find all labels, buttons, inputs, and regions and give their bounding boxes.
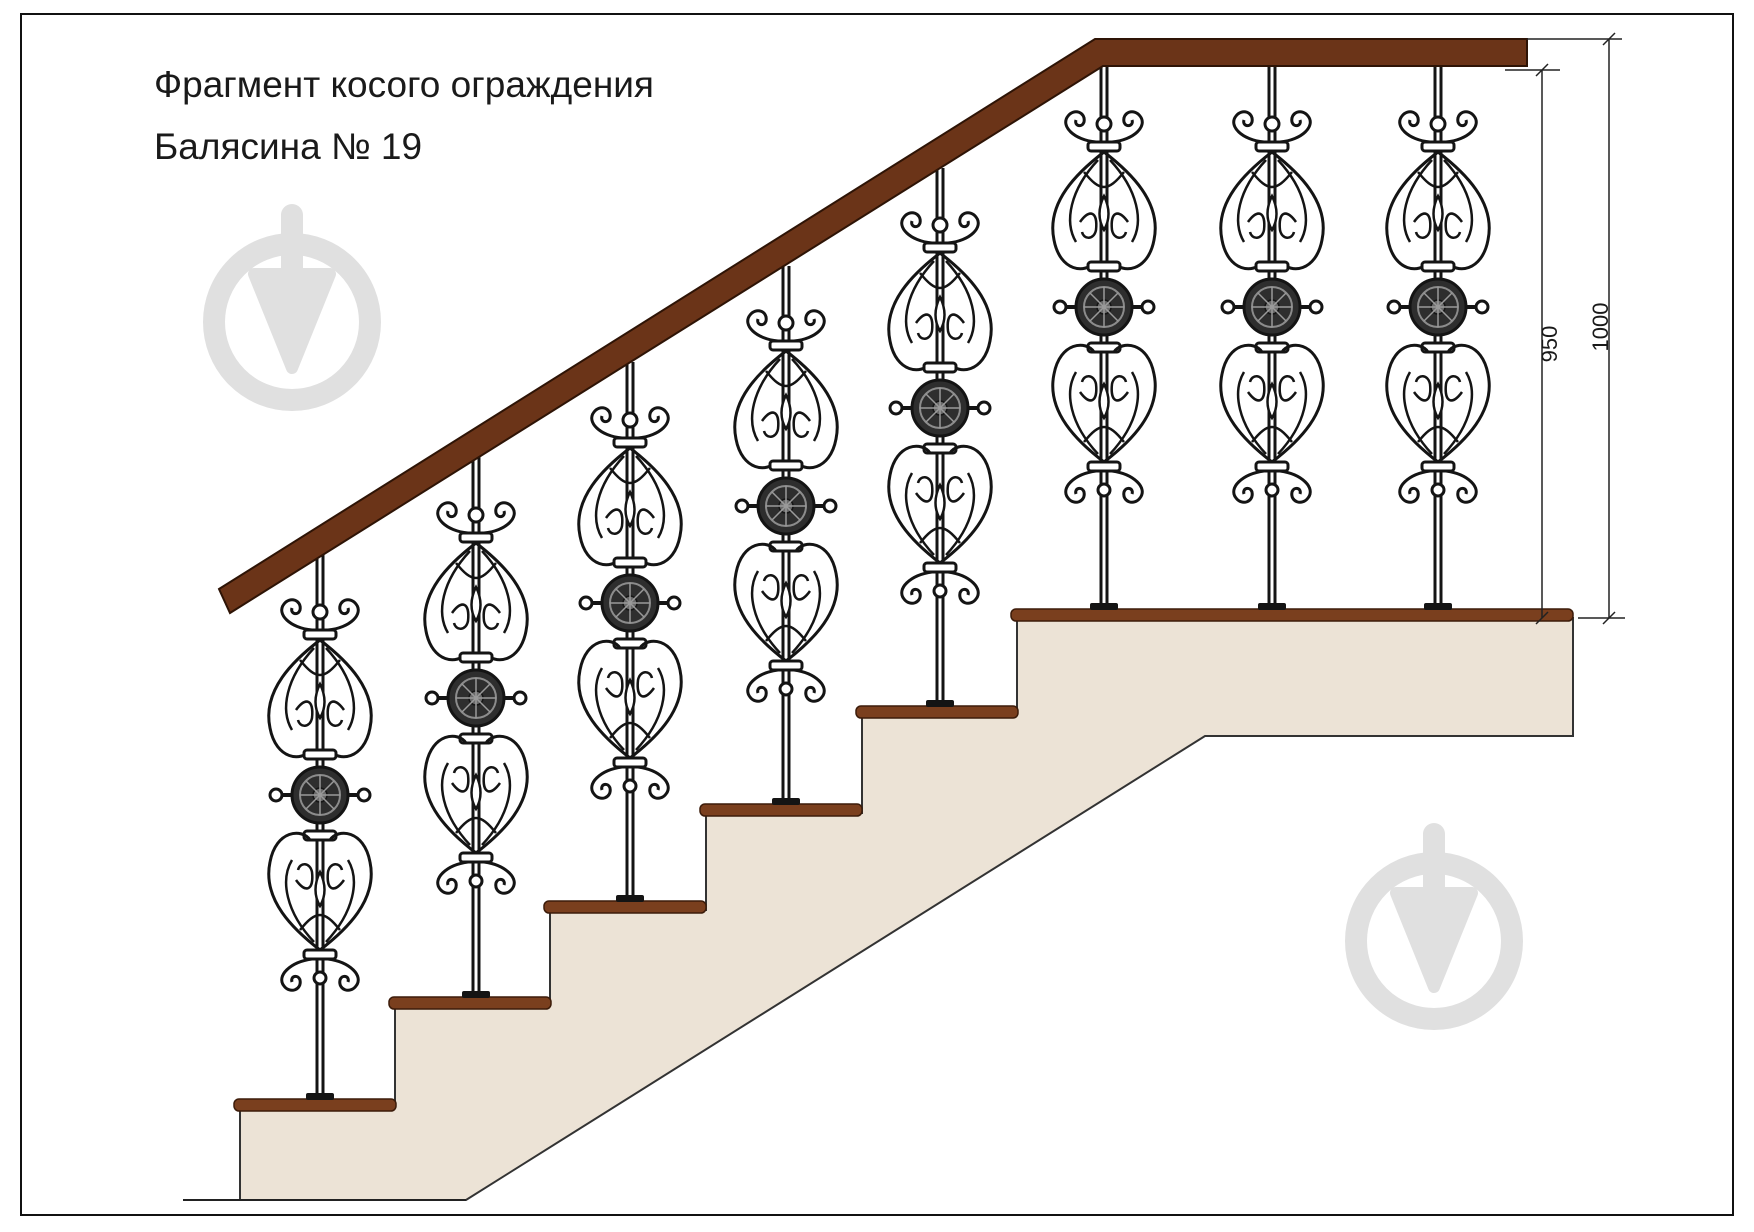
post-base xyxy=(926,700,954,707)
tread xyxy=(543,900,707,914)
post-base xyxy=(1090,603,1118,610)
post-base xyxy=(1424,603,1452,610)
drawing-subtitle: Балясина № 19 xyxy=(154,126,423,167)
post-base xyxy=(306,1093,334,1100)
tread xyxy=(1010,608,1574,622)
trowel-logo-icon xyxy=(1356,823,1512,1019)
post-base xyxy=(772,798,800,805)
tread xyxy=(699,803,863,817)
sheet-border xyxy=(20,13,1734,1216)
post-base xyxy=(616,895,644,902)
handrail xyxy=(217,38,1528,615)
drawing-title: Фрагмент косого ограждения xyxy=(154,64,654,105)
tread xyxy=(233,1098,397,1112)
dimension-950: 950 xyxy=(1537,326,1562,363)
post-bases xyxy=(306,603,1452,1100)
tread xyxy=(855,705,1019,719)
dimension-1000: 1000 xyxy=(1588,303,1613,352)
post-base xyxy=(1258,603,1286,610)
post-base xyxy=(462,991,490,998)
tread xyxy=(388,996,552,1010)
trowel-logo-icon xyxy=(214,204,370,400)
dimension-lines xyxy=(1505,32,1625,625)
